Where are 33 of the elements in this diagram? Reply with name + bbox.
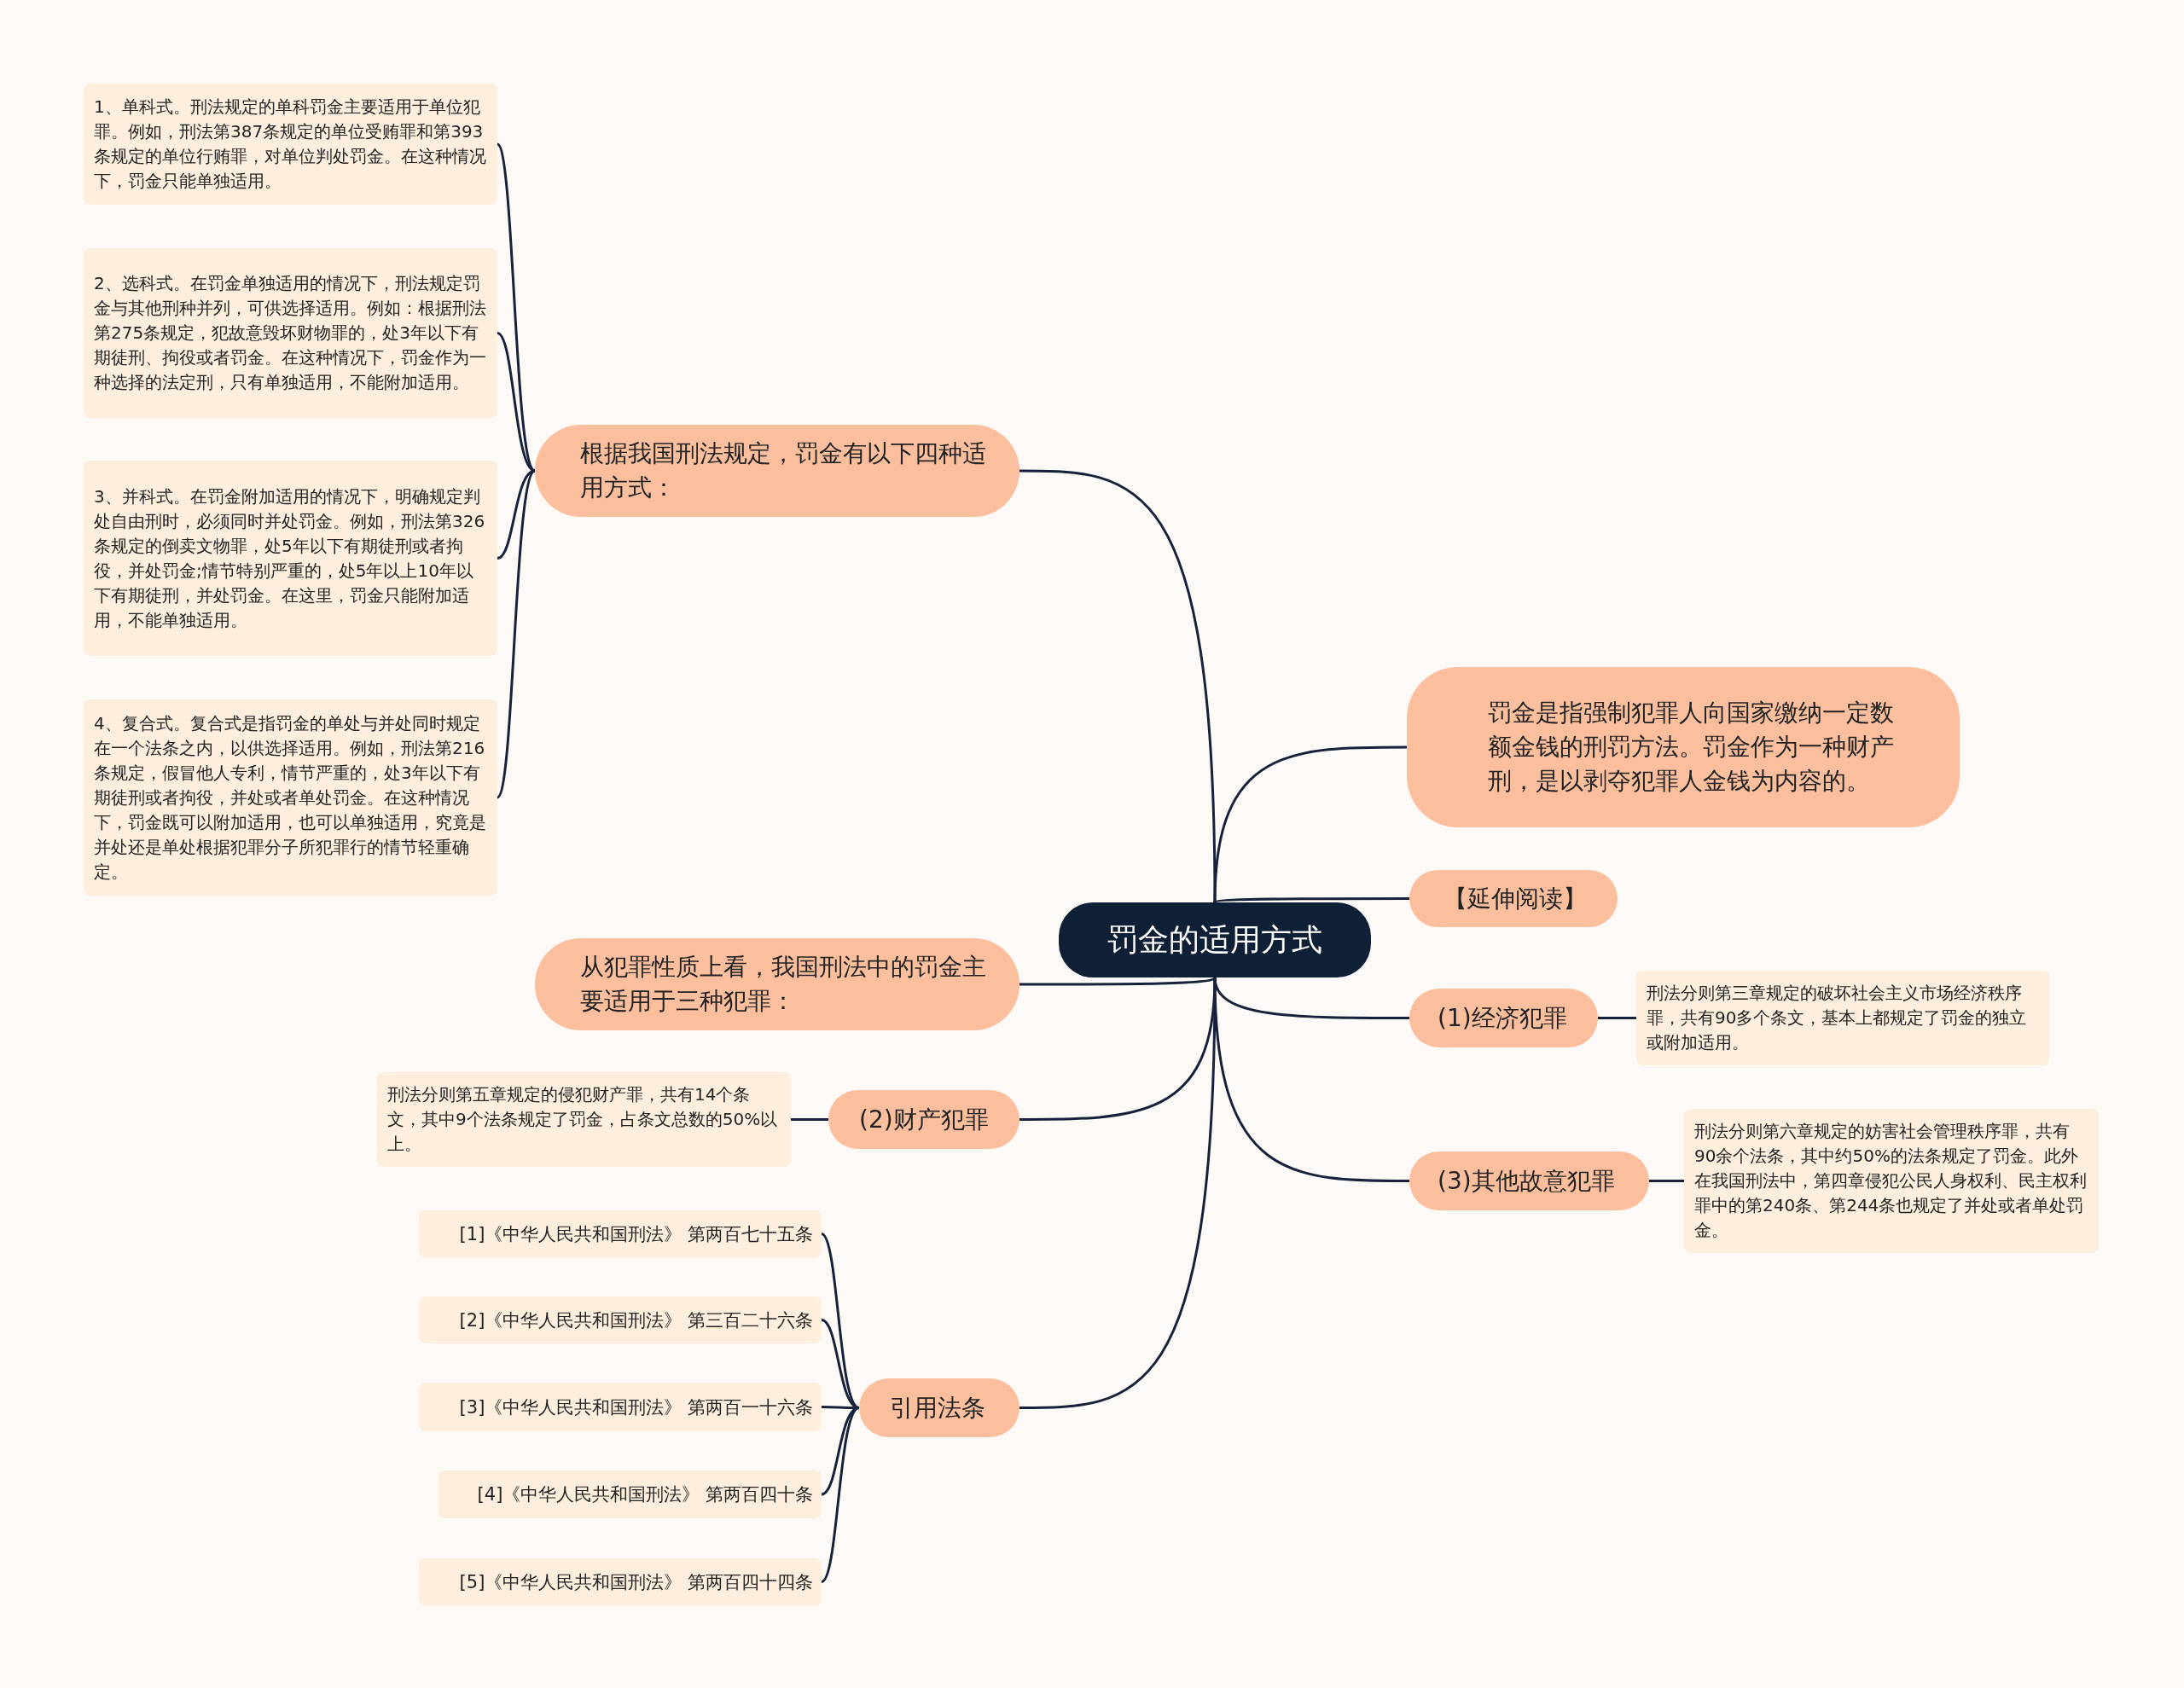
central-topic: 罚金的适用方式 (1059, 902, 1371, 977)
connector-line (1598, 1017, 1636, 1019)
topic-box: (1)经济犯罪 (1409, 989, 1598, 1047)
connector-line (1213, 977, 1409, 1182)
note-box: 3、并科式。在罚金附加适用的情况下，明确规定判处自由刑时，必须同时并处罚金。例如，刑法第326条规定的倒卖文物罪，处5年以下有期徒刑或者拘役，并处罚金;情节特别严重的，处5年以上10年以下有期徒刑，并处罚金。在这里，罚金只能附加适用，不能单独适用。 (84, 461, 497, 656)
connector-line (1019, 977, 1217, 1409)
reference-box: [2]《中华人民共和国刑法》 第三百二十六条 (419, 1296, 822, 1343)
topic-box: 【延伸阅读】 (1409, 870, 1618, 927)
reference-box: [4]《中华人民共和国刑法》 第两百四十条 (439, 1470, 822, 1518)
connector-line (821, 1407, 860, 1496)
note-box: 4、复合式。复合式是指罚金的单处与并处同时规定在一个法条之内，以供选择适用。例如，刑法第216条规定，假冒他人专利，情节严重的，处3年以下有期徒刑或者拘役，并处或者单处罚金。在这种情况下，罚金既可以附加适用，也可以单独适用，究竟是并处还是单处根据犯罪分子所犯罪行的情节轻重确定。 (84, 699, 497, 896)
connector-line (1214, 897, 1409, 904)
connector-line (821, 1407, 860, 1583)
connector-line (496, 470, 537, 798)
topic-box: 罚金是指强制犯罪人向国家缴纳一定数额金钱的刑罚方法。罚金作为一种财产刑，是以剥夺犯罪人金钱为内容的。 (1407, 667, 1960, 827)
connector-line (1019, 976, 1216, 986)
topic-box: 从犯罪性质上看，我国刑法中的罚金主要适用于三种犯罪： (535, 938, 1019, 1030)
note-box: 1、单科式。刑法规定的单科罚金主要适用于单位犯罪。例如，刑法第387条规定的单位受贿罪和第393条规定的单位行贿罪，对单位判处罚金。在这种情况下，罚金只能单独适用。 (84, 84, 497, 205)
reference-box: [5]《中华人民共和国刑法》 第两百四十四条 (419, 1558, 822, 1605)
topic-box: (3)其他故意犯罪 (1409, 1151, 1649, 1210)
connector-line (1019, 469, 1217, 903)
reference-box: [1]《中华人民共和国刑法》 第两百七十五条 (419, 1210, 822, 1257)
topic-box: 引用法条 (859, 1378, 1019, 1437)
topic-box: (2)财产犯罪 (828, 1090, 1019, 1149)
reference-box: [3]《中华人民共和国刑法》 第两百一十六条 (419, 1383, 822, 1431)
connector-line (791, 1118, 828, 1121)
topic-box: 根据我国刑法规定，罚金有以下四种适用方式： (535, 425, 1019, 517)
connector-line (821, 1319, 860, 1409)
connector-line (1213, 745, 1407, 903)
note-box: 刑法分则第六章规定的妨害社会管理秩序罪，共有90余个法条，其中约50%的法条规定了罚金。此外在我国刑法中，第四章侵犯公民人身权利、民主权利罪中的第240条、第244条也规定了并处或者单处罚金。 (1684, 1109, 2099, 1253)
note-box: 2、选科式。在罚金单独适用的情况下，刑法规定罚金与其他刑种并列，可供选择适用。例如：根据刑法第275条规定，犯故意毁坏财物罪的，处3年以下有期徒刑、拘役或者罚金。在这种情况下，罚金作为一种选择的法定刑，只有单独适用，不能附加适用。 (84, 248, 497, 418)
note-box: 刑法分则第五章规定的侵犯财产罪，共有14个条文，其中9个法条规定了罚金，占条文总数的50%以上。 (377, 1072, 791, 1167)
note-box: 刑法分则第三章规定的破坏社会主义市场经济秩序罪，共有90多个条文，基本上都规定了罚金的独立或附加适用。 (1636, 971, 2049, 1065)
